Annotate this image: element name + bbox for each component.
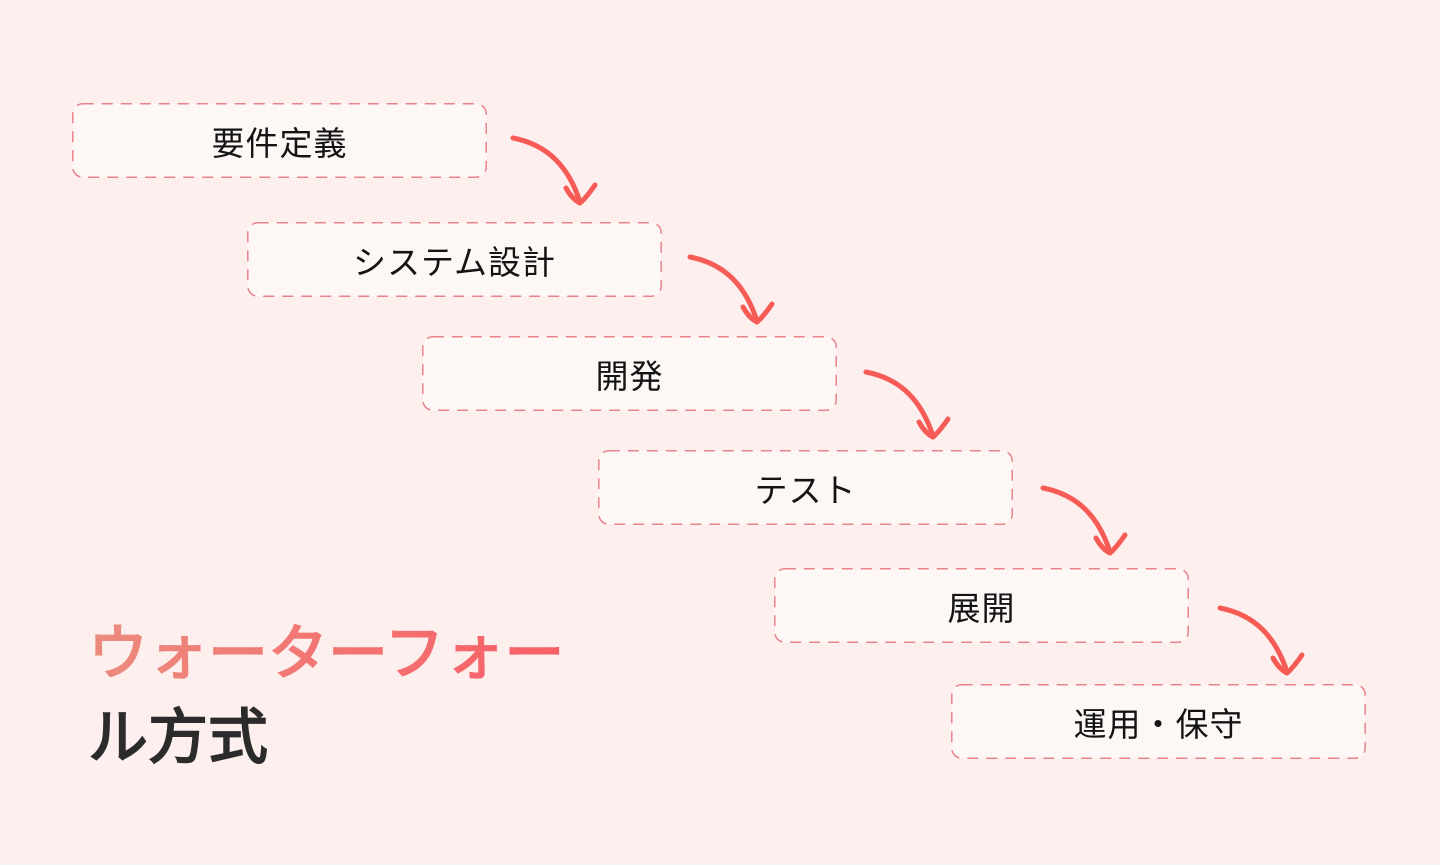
dashed-box-outline (247, 222, 662, 297)
dashed-box-outline (422, 336, 837, 411)
flow-arrow-icon (863, 369, 951, 440)
step-label-requirements: 要件定義 (211, 124, 348, 162)
flow-arrow-icon (1217, 605, 1305, 676)
flow-arrow-icon (1040, 485, 1128, 556)
step-box-requirements: 要件定義 (72, 103, 487, 178)
step-box-operation-maintenance: 運用・保守 (951, 684, 1366, 759)
step-box-deployment: 展開 (774, 568, 1189, 643)
step-label-test: テスト (754, 471, 857, 509)
step-label-operation-maintenance: 運用・保守 (1073, 705, 1244, 743)
diagram-title-line1: ウォーターフォー (88, 612, 564, 696)
step-label-deployment: 展開 (947, 589, 1016, 627)
dashed-box-outline (72, 103, 487, 178)
step-box-test: テスト (598, 450, 1013, 525)
dashed-box-outline (598, 450, 1013, 525)
dashed-box-outline (951, 684, 1366, 759)
step-label-system-design: システム設計 (352, 243, 556, 281)
dashed-box-outline (774, 568, 1189, 643)
flow-arrow-icon (687, 254, 775, 325)
step-label-development: 開発 (595, 357, 664, 395)
step-box-system-design: システム設計 (247, 222, 662, 297)
diagram-title: ウォーターフォー ル方式 (88, 612, 564, 780)
diagram-title-line2: ル方式 (88, 704, 268, 771)
step-box-development: 開発 (422, 336, 837, 411)
flow-arrow-icon (510, 135, 598, 206)
